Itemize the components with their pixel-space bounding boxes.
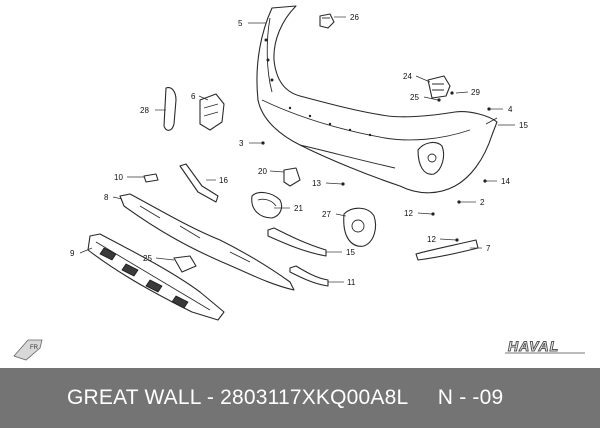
callout-15-label: 15 xyxy=(346,248,355,257)
callout-27: 27 xyxy=(322,210,331,219)
part-number-footer: GREAT WALL - 2803117XKQ00A8L N - -09 xyxy=(0,368,600,428)
part-27-fog-bezel xyxy=(343,207,377,247)
callout-29: 29 xyxy=(471,88,480,97)
callout-24: 25 xyxy=(410,93,419,102)
part-23-bracket xyxy=(427,75,451,99)
callout-10: 10 xyxy=(114,173,123,182)
direction-marker-label: FR xyxy=(30,345,39,351)
footer-part-number-text: GREAT WALL - 2803117XKQ00A8L N - -09 xyxy=(67,386,504,409)
part-21-bracket xyxy=(283,167,301,187)
part-16-strip xyxy=(179,163,219,203)
haval-logo: HAVAL xyxy=(505,338,585,355)
callout-28: 28 xyxy=(140,106,149,115)
callout-26: 26 xyxy=(350,13,359,22)
callout-13: 13 xyxy=(312,179,321,188)
callout-6: 6 xyxy=(191,92,196,101)
callout-23: 24 xyxy=(403,72,412,81)
bumper-cover xyxy=(256,5,498,194)
part-15-trim xyxy=(267,227,327,257)
part-25-piece xyxy=(173,255,197,273)
callout-20: 15 xyxy=(519,121,528,130)
part-20-edge xyxy=(485,117,498,125)
exploded-parts-diagram: 5 26 24 29 25 4 15 28 6 3 10 16 20 13 14… xyxy=(13,5,585,361)
callout-7: 7 xyxy=(486,244,491,253)
part-26-bracket xyxy=(319,13,335,29)
callout-14: 14 xyxy=(501,177,510,186)
fastener-dots xyxy=(261,91,491,242)
haval-logo-text: HAVAL xyxy=(508,338,559,354)
front-direction-marker: FR xyxy=(13,339,43,361)
callout-11: 11 xyxy=(347,278,356,287)
part-10-clip xyxy=(143,173,159,183)
callout-12-upper: 12 xyxy=(404,209,413,218)
callout-25-label: 25 xyxy=(143,254,152,263)
callout-22: 21 xyxy=(294,204,303,213)
callout-2: 2 xyxy=(480,198,485,207)
part-28-trim xyxy=(163,87,177,131)
callout-12-lower: 12 xyxy=(427,235,436,244)
callout-9: 9 xyxy=(70,249,75,258)
callout-numbers: 5 26 24 29 25 4 15 28 6 3 10 16 20 13 14… xyxy=(70,13,528,287)
callout-16: 16 xyxy=(219,176,228,185)
callout-8: 8 xyxy=(104,193,109,202)
part-9-grille xyxy=(87,233,225,321)
part-11-trim xyxy=(289,265,329,287)
part-7-side-trim xyxy=(415,239,479,261)
part-8-lower-strip xyxy=(119,193,295,291)
part-6-bracket xyxy=(199,93,225,131)
leader-lines xyxy=(79,16,515,283)
part-22-bezel xyxy=(251,191,283,219)
callout-21: 20 xyxy=(258,167,267,176)
callout-5: 5 xyxy=(238,19,243,28)
callout-4: 4 xyxy=(508,105,513,114)
callout-3: 3 xyxy=(239,139,244,148)
